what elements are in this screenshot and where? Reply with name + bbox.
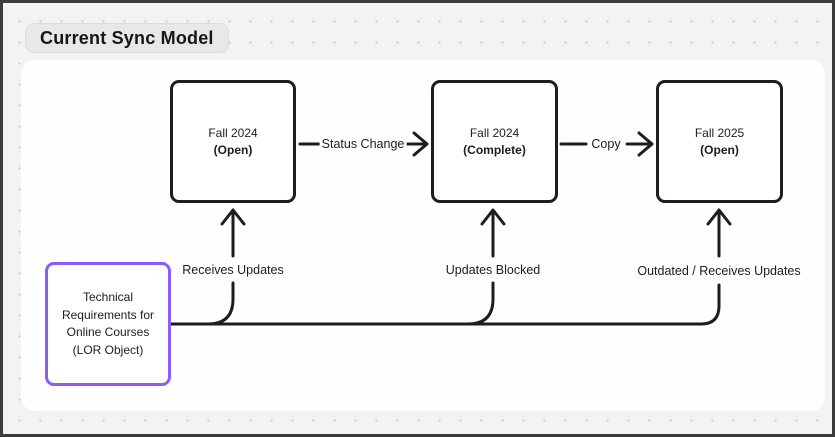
node-label-line1: Fall 2024 [469,125,520,140]
node-label-line2: (Complete) [463,142,526,157]
diagram-title: Current Sync Model [25,23,229,53]
lor-label-line3: Online Courses [66,325,150,339]
node-label-line1: Fall 2025 [694,125,745,140]
node-label-line2: (Open) [213,142,253,157]
branch-label-receives-updates: Receives Updates [180,263,286,277]
lor-label-line1: Technical [82,290,134,304]
edge-label-copy: Copy [589,137,623,151]
node-label-line2: (Open) [700,142,739,157]
branch-label-outdated-receives-updates: Outdated / Receives Updates [635,264,803,278]
node-fall-2025-open[interactable]: Fall 2025 (Open) [656,80,783,203]
node-lor-object[interactable]: Technical Requirements for Online Course… [45,262,171,386]
edge-label-status-change: Status Change [319,137,407,151]
lor-label-line2: Requirements for [61,307,155,322]
lor-label-line4: (LOR Object) [72,342,144,357]
branch-label-updates-blocked: Updates Blocked [443,263,543,277]
node-label-line1: Fall 2024 [208,125,258,140]
node-fall-2024-open[interactable]: Fall 2024 (Open) [170,80,296,203]
node-fall-2024-complete[interactable]: Fall 2024 (Complete) [431,80,558,203]
